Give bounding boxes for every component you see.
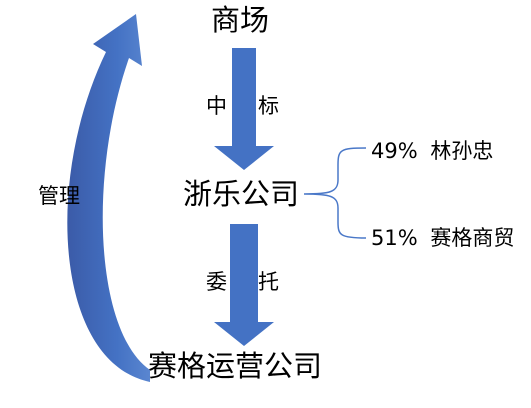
edge-label-bid-right: 标 (258, 94, 279, 118)
node-saige-operation-company: 赛格运营公司 (148, 349, 323, 383)
down-arrow-icon (214, 48, 274, 170)
shareholder-row: 51% 赛格商贸 (371, 228, 514, 249)
edge-label-entrust-right: 托 (258, 270, 279, 294)
edge-label-management: 管理 (38, 184, 80, 208)
curly-brace-right-icon (303, 147, 367, 239)
shareholder-name: 赛格商贸 (430, 226, 515, 250)
down-arrow-icon (214, 224, 274, 346)
shareholder-name: 林孙忠 (430, 139, 494, 163)
edge-label-bid-left: 中 (206, 94, 227, 118)
shareholder-row: 49% 林孙忠 (371, 141, 493, 162)
node-zhele-company: 浙乐公司 (183, 177, 300, 211)
shareholder-percent: 51% (371, 226, 418, 250)
node-mall: 商场 (211, 3, 270, 37)
edge-label-entrust-left: 委 (206, 270, 227, 294)
curved-arrow-up-icon (67, 14, 150, 382)
shareholder-percent: 49% (371, 139, 418, 163)
